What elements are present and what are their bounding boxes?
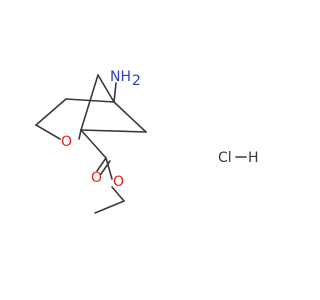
bond-bridge-top-c1 (80, 74, 99, 131)
bond-c4-amine (113, 82, 117, 103)
bond-c1-carbonyl-carbon (80, 129, 107, 159)
bond-carbonyl-double-a (96, 157, 107, 172)
bond-ch2-ring-oxygen (35, 124, 61, 140)
amine-h-count: 2 (132, 73, 141, 89)
bond-ester-oxygen-ch2 (111, 186, 125, 202)
bond-ch2-ch2 (35, 98, 67, 126)
amine-label: NH (110, 69, 131, 85)
structure-drawing: NH 2 O O O Cl H (35, 69, 259, 214)
bond-ch2-ch3 (94, 200, 125, 214)
bond-carbonyl-double-b (100, 160, 111, 175)
chlorine-label: Cl (218, 150, 232, 166)
ring-oxygen-label: O (61, 134, 72, 150)
bond-ring-oxygen-c1 (78, 129, 82, 140)
bond-c4-ch2 (65, 98, 115, 103)
bond-bridge-right-c1 (80, 129, 147, 133)
bond-c4-bridge-right (113, 101, 147, 133)
ester-oxygen-label: O (113, 174, 124, 190)
bond-c4-bridge-top (97, 74, 115, 103)
bond-carbonyl-carbon-ester-oxygen (105, 157, 113, 180)
molecule-svg: NH 2 O O O Cl H (35, 69, 259, 214)
hydrogen-label: H (248, 150, 259, 166)
carbonyl-oxygen-label: O (91, 170, 102, 186)
